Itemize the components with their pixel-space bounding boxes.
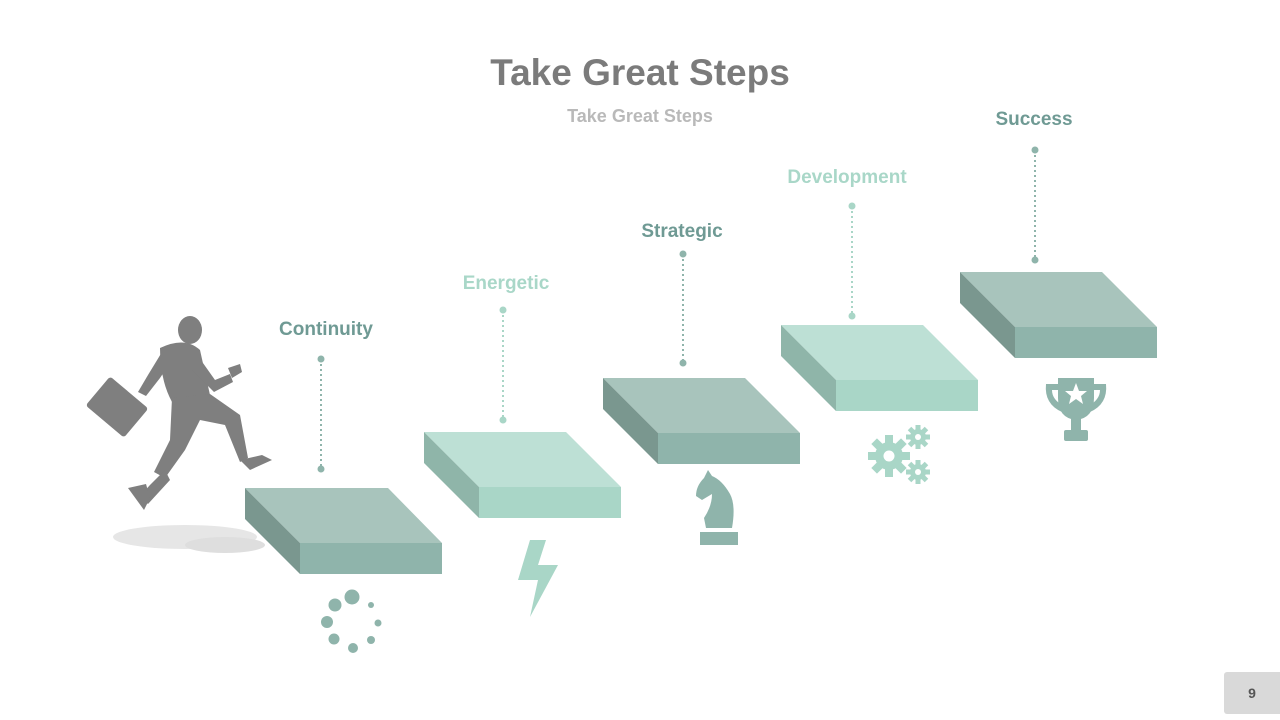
step-label-energetic: Energetic bbox=[462, 273, 550, 294]
page-number: 9 bbox=[1224, 672, 1280, 714]
slide-subtitle: Take Great Steps bbox=[567, 106, 713, 126]
slide-title: Take Great Steps bbox=[490, 52, 790, 93]
step-label-success: Success bbox=[995, 109, 1073, 130]
step-label-strategic: Strategic bbox=[641, 221, 723, 242]
trophy-icon bbox=[1045, 378, 1107, 441]
connector-line-4 bbox=[848, 202, 856, 320]
step-block-3 bbox=[603, 378, 800, 464]
step-block-2 bbox=[424, 432, 621, 518]
gears-icon bbox=[868, 425, 930, 484]
connector-line-5 bbox=[1031, 146, 1039, 264]
step-block-4 bbox=[781, 325, 978, 411]
step-block-1 bbox=[245, 488, 442, 574]
connector-line-1 bbox=[317, 355, 325, 473]
chess-knight-icon bbox=[696, 470, 738, 545]
connector-line-3 bbox=[679, 250, 687, 367]
step-block-5 bbox=[960, 272, 1157, 358]
running-businessman-icon bbox=[86, 316, 272, 510]
step-label-continuity: Continuity bbox=[279, 319, 373, 340]
connector-line-2 bbox=[499, 306, 507, 424]
loading-dots-icon bbox=[321, 589, 382, 653]
step-label-development: Development bbox=[787, 167, 907, 188]
lightning-bolt-icon bbox=[518, 540, 558, 617]
